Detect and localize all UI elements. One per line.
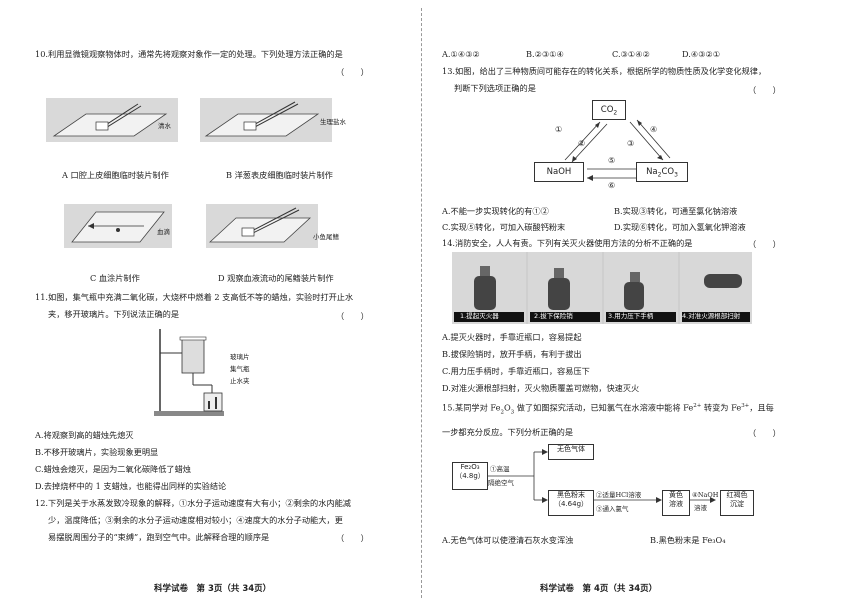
q10-image-d <box>206 204 318 248</box>
q11-paren: （ ） <box>336 311 369 321</box>
label-boli: 玻璃片 <box>230 353 250 361</box>
q13-arrow-3: ③ <box>627 138 635 148</box>
q14-extinguisher-image <box>452 252 752 324</box>
q10-option-c: C 血涂片制作 <box>90 273 140 283</box>
q13-node-naoh: NaOH <box>534 162 584 182</box>
left-page: 10.利用显微镜观察物体时，通常先将观察对象作一定的处理。下列处理方法正确的是 … <box>0 0 420 607</box>
q15-paren: （ ） <box>748 428 781 438</box>
label-xiaoyuweiqi: 小鱼尾鳍 <box>313 233 339 241</box>
q14-caption-1: 1.提起灭火器 <box>460 312 499 320</box>
q10-option-a: A 口腔上皮细胞临时装片制作 <box>62 170 169 180</box>
q12-stem-line3: 易摆脱周围分子的“束缚”，跑到空气中。此解释合理的顺序是 <box>48 532 270 542</box>
q13-node-co2: CO2 <box>592 100 626 120</box>
q13-option-c: C.实现⑤转化，可加入碳酸钙粉末 <box>442 222 566 232</box>
q13-paren: （ ） <box>748 85 781 95</box>
q13-arrow-6: ⑥ <box>608 180 616 190</box>
q11-stem-line1: 11.如图，集气瓶中充满二氧化碳，大烧杯中燃着 2 支高低不等的蜡烛，实验时打开… <box>35 292 354 302</box>
label-qingshui: 清水 <box>158 122 171 130</box>
q12-stem-line2: 少，温度降低；③剩余的水分子运动速度相对较小；④速度大的水分子动能大，更 <box>48 515 343 525</box>
q11-option-c: C.蜡烛会熄灭，是因为二氧化碳降低了蜡烛 <box>35 464 191 474</box>
q14-caption-4: 4.对准火源根部扫射 <box>682 312 741 320</box>
q10-option-d: D 观察血液流动的尾鳍装片制作 <box>218 273 334 283</box>
q15-box-yellow-solution: 黄色溶液 <box>662 490 690 516</box>
q14-stem: 14.消防安全，人人有责。下列有关灭火器使用方法的分析不正确的是 <box>442 238 693 248</box>
q14-paren: （ ） <box>748 239 781 249</box>
q15-step3: ③通入氯气 <box>596 505 629 513</box>
q14-option-c: C.用力压手柄时，手靠近瓶口，容易压下 <box>442 366 590 376</box>
right-page: A.①④③② B.②③①④ C.③①④② D.④③②① 13.如图，给出了三种物… <box>430 0 860 607</box>
q11-option-b: B.不移开玻璃片，实验现象更明显 <box>35 447 159 457</box>
q15-step4-line2: 溶液 <box>694 504 707 512</box>
q15-box-fe2o3: Fe₂O₃（4.8g） <box>452 462 488 490</box>
q13-arrow-2: ② <box>578 138 586 148</box>
q12-option-d: D.④③②① <box>682 49 721 59</box>
q15-option-b: B.黑色粉末是 Fe₃O₄ <box>650 535 726 545</box>
q15-stem-line2: 一步都充分反应。下列分析正确的是 <box>442 427 574 437</box>
q15-flow-arrows <box>486 449 716 503</box>
q13-option-a: A.不能一步实现转化的有①② <box>442 206 549 216</box>
page-footer-left: 科学试卷 第 3页（共 34页） <box>154 584 272 594</box>
q15-stem-line1: 15.某同学对 Fe2O3 做了如图探究活动，已知氯气在水溶液中能将 Fe2+ … <box>442 402 774 416</box>
q14-caption-2: 2.拔下保险销 <box>534 312 573 320</box>
page-divider <box>421 8 422 598</box>
label-zhishuijia: 止水夹 <box>230 377 250 385</box>
q12-stem-line1: 12.下列是关于水蒸发致冷现象的解释，①水分子运动速度有大有小；②剩余的水内能减 <box>35 498 351 508</box>
q13-stem-line2: 判断下列选项正确的是 <box>454 83 536 93</box>
q15-box-black-powder: 黑色粉末（4.64g） <box>548 490 594 516</box>
q13-arrow-4: ④ <box>650 124 658 134</box>
q15-box-gas: 无色气体 <box>548 444 594 460</box>
q12-option-b: B.②③①④ <box>526 49 564 59</box>
q14-option-a: A.提灭火器时，手靠近瓶口，容易提起 <box>442 332 582 342</box>
q10-image-c <box>64 204 172 248</box>
q14-option-d: D.对准火源根部扫射，灭火物质覆盖可燃物，快速灭火 <box>442 383 640 393</box>
q10-stem: 10.利用显微镜观察物体时，通常先将观察对象作一定的处理。下列处理方法正确的是 <box>35 49 343 59</box>
q12-paren: （ ） <box>336 533 369 543</box>
q12-option-a: A.①④③② <box>442 49 480 59</box>
q11-apparatus-image <box>152 325 227 419</box>
page-footer-right: 科学试卷 第 4页（共 34页） <box>540 584 658 594</box>
q13-option-b: B.实现③转化，可通至氯化钠溶液 <box>614 206 738 216</box>
label-shenglishui: 生理盐水 <box>320 118 346 126</box>
q13-conversion-diagram <box>564 119 671 181</box>
q14-option-b: B.拔保险销时，放开手柄，有利于拔出 <box>442 349 582 359</box>
label-jiqiping: 集气瓶 <box>230 365 250 373</box>
q15-option-a: A.无色气体可以使澄清石灰水变浑浊 <box>442 535 574 545</box>
label-xuedi: 血滴 <box>157 228 170 236</box>
q10-option-b: B 洋葱表皮细胞临时装片制作 <box>226 170 333 180</box>
q13-node-na2co3: Na2CO3 <box>636 162 688 182</box>
q11-stem-line2: 夹，移开玻璃片。下列说法正确的是 <box>48 309 180 319</box>
q10-image-b <box>200 98 332 142</box>
q15-step2: ②适量HCl溶液 <box>596 491 642 499</box>
q13-arrow-1: ① <box>555 124 563 134</box>
q12-option-c: C.③①④② <box>612 49 650 59</box>
q15-box-red-precipitate: 红褐色沉淀 <box>720 490 754 516</box>
q13-stem-line1: 13.如图，给出了三种物质间可能存在的转化关系，根据所学的物质性质及化学变化规律… <box>442 66 767 76</box>
q10-image-a <box>46 98 178 142</box>
q14-caption-3: 3.用力压下手柄 <box>608 312 654 320</box>
q11-option-a: A.将观察到高的蜡烛先熄灭 <box>35 430 134 440</box>
q11-option-d: D.去掉烧杯中的 1 支蜡烛，也能得出同样的实验结论 <box>35 481 227 491</box>
q13-arrow-5: ⑤ <box>608 155 616 165</box>
q10-paren: （ ） <box>336 67 369 77</box>
q15-step1-line1: ①高温 <box>490 465 510 473</box>
q15-step1-line2: 隔绝空气 <box>488 479 514 487</box>
q15-step4-line1: ④NaOH <box>692 491 719 499</box>
q13-option-d: D.实现⑥转化，可加入氢氧化钾溶液 <box>614 222 746 232</box>
